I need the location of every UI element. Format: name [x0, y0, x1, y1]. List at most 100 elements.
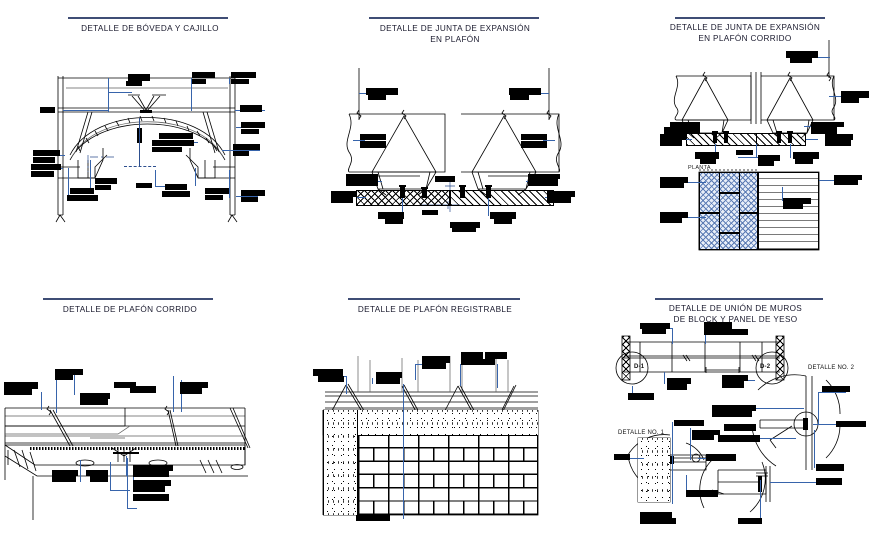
ceiling-dotted-band: [30, 447, 245, 450]
leader: [68, 168, 69, 198]
redacted-label: [241, 197, 258, 202]
leader: [353, 140, 365, 141]
redacted-label: [376, 378, 400, 384]
leader: [814, 430, 815, 468]
panel-title-line1: DETALLE DE JUNTA DE EXPANSIÓN: [669, 23, 821, 32]
leader: [460, 364, 461, 386]
redacted-label: [80, 399, 108, 405]
redacted-label: [660, 177, 688, 183]
redacted-label: [736, 150, 753, 155]
redacted-label: [52, 470, 78, 476]
leader: [126, 456, 127, 476]
redacted-label: [422, 363, 446, 369]
redacted-label: [640, 518, 676, 524]
callout-d2: D-2: [760, 364, 771, 370]
panel-plafon-corrido: DETALLE DE PLAFÓN CORRIDO: [0, 280, 300, 557]
redacted-label: [660, 212, 688, 218]
redacted-label: [133, 480, 171, 486]
redacted-label: [724, 424, 756, 431]
redacted-label: [240, 105, 262, 112]
panel-title-line2: EN PLAFÓN: [430, 35, 480, 44]
leader: [684, 217, 706, 218]
redacted-label: [816, 464, 844, 471]
leader: [829, 96, 841, 97]
redacted-label: [95, 185, 111, 190]
redacted-label: [126, 81, 142, 86]
callout-detalle-2: DETALLE NO. 2: [808, 365, 855, 371]
redacted-label: [378, 212, 404, 219]
leader: [133, 468, 134, 486]
planta-label: PLANTA: [688, 165, 711, 171]
redacted-label: [786, 51, 818, 58]
redacted-label: [704, 322, 732, 329]
redacted-label: [318, 376, 344, 382]
leader: [616, 458, 644, 459]
leader: [818, 57, 830, 58]
redacted-label: [366, 88, 398, 95]
redacted-label: [695, 152, 719, 159]
leader: [818, 392, 819, 424]
redacted-label: [90, 476, 108, 482]
slab-hatch: [686, 133, 806, 146]
redacted-label: [640, 512, 672, 518]
leader: [705, 328, 706, 344]
redacted-label: [346, 179, 378, 186]
redacted-label: [159, 133, 193, 139]
redacted-label: [614, 454, 630, 460]
redacted-label: [547, 191, 575, 197]
leader: [108, 92, 132, 93]
redacted-label: [490, 212, 516, 219]
redacted-label: [4, 382, 38, 389]
leader-long: [403, 384, 404, 519]
redacted-label: [494, 219, 512, 224]
redacted-label: [783, 204, 803, 209]
redacted-label: [360, 134, 386, 140]
redacted-label: [55, 369, 83, 375]
redacted-label: [136, 183, 152, 188]
redacted-label: [233, 144, 260, 150]
redacted-label: [510, 95, 529, 100]
boveda-linework: [55, 76, 238, 223]
redacted-label: [368, 95, 386, 100]
redacted-label: [31, 164, 61, 170]
redacted-label: [152, 147, 182, 152]
leader: [690, 428, 691, 460]
redacted-label: [461, 359, 495, 365]
redacted-label: [152, 140, 194, 146]
redacted-label: [795, 159, 813, 164]
redacted-label: [205, 188, 229, 194]
leader: [684, 182, 706, 183]
leader: [543, 140, 555, 141]
leader: [415, 364, 416, 380]
leader: [738, 157, 758, 158]
redacted-label: [31, 171, 54, 177]
leader: [819, 180, 839, 181]
redacted-label: [528, 174, 560, 179]
redacted-label: [712, 411, 752, 417]
redacted-label: [836, 421, 866, 427]
redacted-label: [816, 478, 842, 485]
redacted-label: [450, 222, 480, 228]
redacted-label: [313, 369, 343, 376]
leader: [402, 198, 403, 216]
leader: [790, 144, 791, 158]
panel-title: DETALLE DE PLAFÓN CORRIDO: [62, 305, 198, 314]
redacted-label: [783, 198, 811, 204]
redacted-label: [162, 191, 190, 197]
redacted-label: [692, 435, 714, 440]
redacted-label: [86, 470, 108, 476]
title-rule: [43, 298, 213, 300]
callout-d1: D-1: [634, 364, 645, 370]
leader: [155, 170, 156, 186]
junta-linework: [346, 68, 562, 212]
redacted-label: [660, 134, 686, 140]
leader: [90, 160, 91, 190]
redacted-label: [722, 375, 748, 381]
leader: [537, 93, 549, 94]
leader: [664, 372, 665, 384]
redacted-label: [422, 210, 438, 215]
redacted-label: [722, 381, 744, 388]
redacted-label: [664, 127, 700, 134]
plan-joint: [719, 232, 739, 234]
